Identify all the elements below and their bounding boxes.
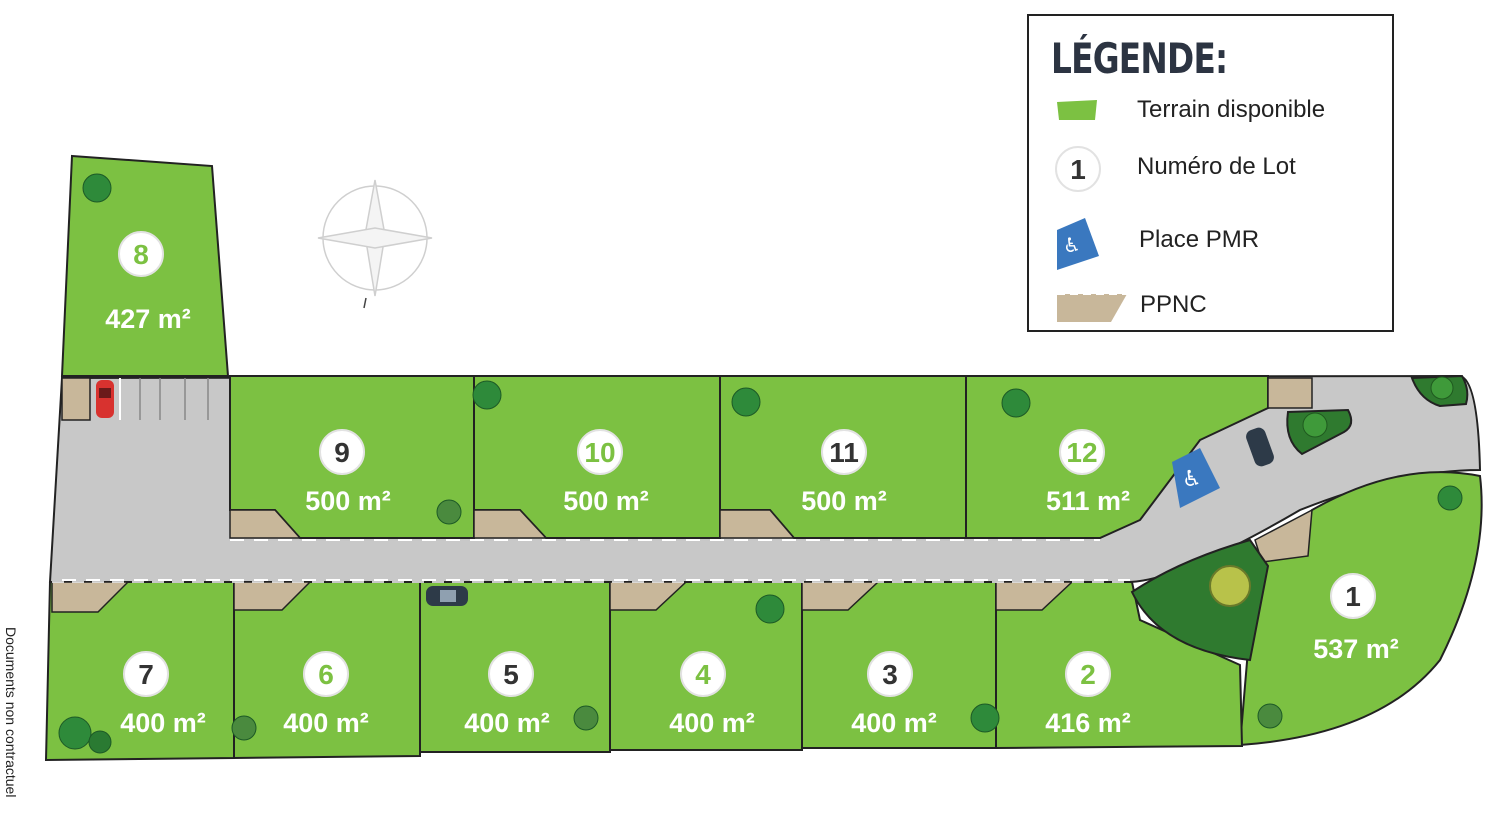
lot-8-area: 427 m² bbox=[105, 304, 191, 334]
lot-10-number: 10 bbox=[584, 437, 615, 468]
lot-5-number-badge bbox=[488, 651, 534, 697]
lot-10-number-badge bbox=[577, 429, 623, 475]
svg-text:♿: ♿ bbox=[1182, 467, 1202, 492]
lot-11-number-badge bbox=[821, 429, 867, 475]
lot-11-area: 500 m² bbox=[801, 486, 887, 516]
lot-4-number: 4 bbox=[695, 659, 711, 690]
legend-item-ppnc-label: PPNC bbox=[1140, 291, 1207, 318]
lot-1-number: 1 bbox=[1345, 581, 1361, 612]
ppnc-swatch-icon bbox=[1057, 293, 1127, 322]
wheelchair-icon: ♿ bbox=[1057, 218, 1099, 270]
lot-5-number: 5 bbox=[503, 659, 519, 690]
car-red bbox=[96, 380, 114, 418]
lot-5-area: 400 m² bbox=[464, 708, 550, 738]
legend-item-pmr-label: Place PMR bbox=[1139, 226, 1260, 253]
car-dark-1 bbox=[426, 586, 468, 606]
lot-6-number: 6 bbox=[318, 659, 334, 690]
lot-2-number: 2 bbox=[1080, 659, 1096, 690]
lot-4-number-badge bbox=[680, 651, 726, 697]
lot-3-number: 3 bbox=[882, 659, 898, 690]
legend-box: LÉGENDE: Terrain disponible 1 Numéro de … bbox=[1027, 14, 1394, 332]
lot-7-number: 7 bbox=[138, 659, 154, 690]
lot-7-area: 400 m² bbox=[120, 708, 206, 738]
lot-labels: 8 427 m² 9 500 m² 10 500 m² 11 500 m² 12 511 m² 1 5… bbox=[105, 231, 1399, 738]
svg-text:♿: ♿ bbox=[1063, 233, 1081, 257]
green-plot-swatch-icon bbox=[1057, 100, 1097, 120]
lot-2-number-badge bbox=[1065, 651, 1111, 697]
pmr-parking-space: ♿ bbox=[1172, 448, 1220, 508]
lot-11-number: 11 bbox=[829, 437, 859, 468]
legend-item-lot-label: Numéro de Lot bbox=[1137, 153, 1296, 180]
legend-lot-sample: 1 bbox=[1070, 154, 1086, 185]
lot-8-number: 8 bbox=[133, 239, 149, 270]
lot-9-number: 9 bbox=[334, 437, 350, 468]
car-dark-2 bbox=[1246, 427, 1274, 467]
lot-10-area: 500 m² bbox=[563, 486, 649, 516]
disclaimer-note: Documents non contractuel bbox=[3, 627, 19, 798]
legend-title: LÉGENDE: bbox=[1051, 34, 1228, 83]
lot-12-area: 511 m² bbox=[1046, 486, 1130, 516]
legend-item-terrain-label: Terrain disponible bbox=[1137, 96, 1326, 123]
lot-9-number-badge bbox=[319, 429, 365, 475]
bush-icons bbox=[58, 173, 1463, 754]
lot-1-area: 537 m² bbox=[1313, 634, 1399, 664]
lot-7-number-badge bbox=[123, 651, 169, 697]
lot-2-area: 416 m² bbox=[1045, 708, 1131, 738]
lot-8-number-badge bbox=[118, 231, 164, 277]
lot-4-area: 400 m² bbox=[669, 708, 755, 738]
ppnc-areas bbox=[51, 377, 1313, 613]
compass-rose-icon bbox=[317, 179, 433, 297]
lot-1-number-badge bbox=[1330, 573, 1376, 619]
lot-12-number: 12 bbox=[1066, 437, 1097, 468]
lot-number-badge-icon: 1 bbox=[1055, 146, 1101, 192]
lot-3-area: 400 m² bbox=[851, 708, 937, 738]
lot-12-number-badge bbox=[1059, 429, 1105, 475]
lot-9-area: 500 m² bbox=[305, 486, 391, 516]
landscaped-islands bbox=[1130, 374, 1469, 662]
lot-6-area: 400 m² bbox=[283, 708, 369, 738]
lot-3-number-badge bbox=[867, 651, 913, 697]
lot-6-number-badge bbox=[303, 651, 349, 697]
